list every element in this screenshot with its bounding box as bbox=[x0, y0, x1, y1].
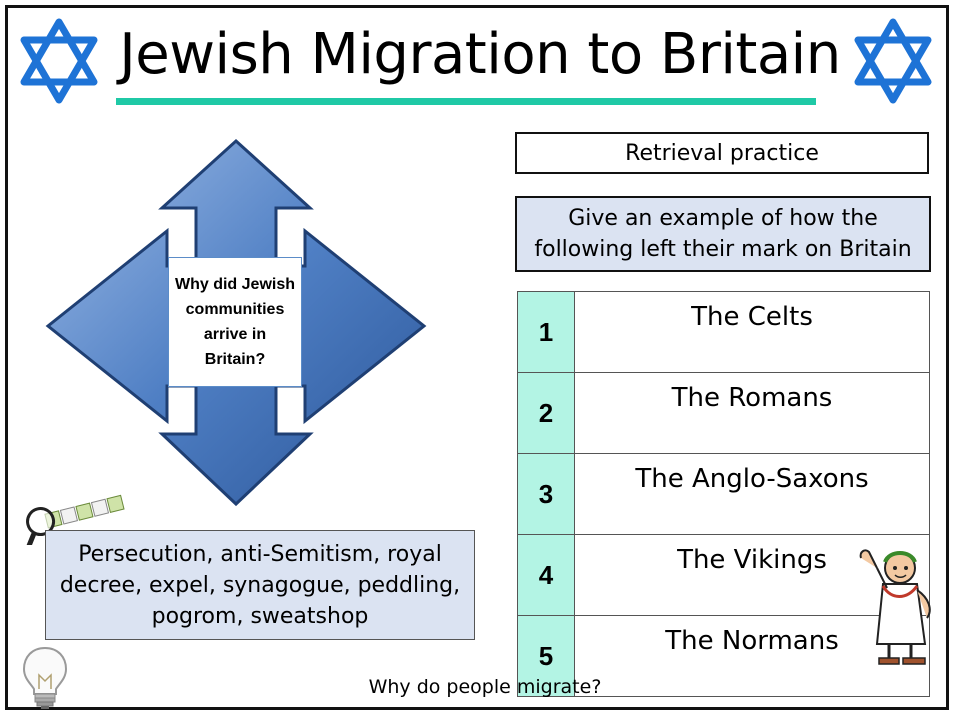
roman-figure-icon bbox=[859, 549, 931, 665]
key-words-icon bbox=[25, 494, 125, 545]
row-answer-cell[interactable]: The Romans bbox=[574, 372, 930, 454]
retrieval-table: 1 The Celts 2 The Romans 3 The Anglo-Sax… bbox=[517, 291, 930, 697]
lightbulb-icon bbox=[22, 646, 68, 709]
row-number: 5 bbox=[517, 615, 575, 697]
row-answer-cell[interactable]: The Vikings bbox=[574, 534, 930, 616]
retrieval-heading-text: Retrieval practice bbox=[625, 140, 819, 166]
centre-question: Why did Jewish communities arrive in Bri… bbox=[174, 276, 295, 368]
table-row: 1 The Celts bbox=[517, 291, 930, 373]
table-row: 3 The Anglo-Saxons bbox=[517, 453, 930, 535]
row-answer-cell[interactable]: The Normans bbox=[574, 615, 930, 697]
footer-question: Why do people migrate? bbox=[368, 676, 602, 698]
keywords-text: Persecution, anti-Semitism, royal decree… bbox=[59, 541, 461, 629]
row-answer-cell[interactable]: The Anglo-Saxons bbox=[574, 453, 930, 535]
instruction-box: Give an example of how the following lef… bbox=[515, 196, 931, 272]
title-underline bbox=[116, 98, 816, 105]
row-answer-cell[interactable]: The Celts bbox=[574, 291, 930, 373]
row-number: 3 bbox=[517, 453, 575, 535]
centre-question-box: Why did Jewish communities arrive in Bri… bbox=[168, 257, 302, 387]
slide-frame bbox=[5, 5, 949, 710]
row-number: 2 bbox=[517, 372, 575, 454]
star-of-david-icon bbox=[854, 18, 932, 104]
table-row: 4 The Vikings bbox=[517, 534, 930, 616]
keywords-box: Persecution, anti-Semitism, royal decree… bbox=[45, 530, 475, 640]
table-row: 5 The Normans bbox=[517, 615, 930, 697]
slide-title: Jewish Migration to Britain bbox=[119, 22, 841, 87]
table-row: 2 The Romans bbox=[517, 372, 930, 454]
retrieval-heading: Retrieval practice bbox=[515, 132, 929, 174]
star-of-david-icon bbox=[20, 18, 98, 104]
row-number: 4 bbox=[517, 534, 575, 616]
instruction-text: Give an example of how the following lef… bbox=[534, 206, 912, 262]
row-number: 1 bbox=[517, 291, 575, 373]
